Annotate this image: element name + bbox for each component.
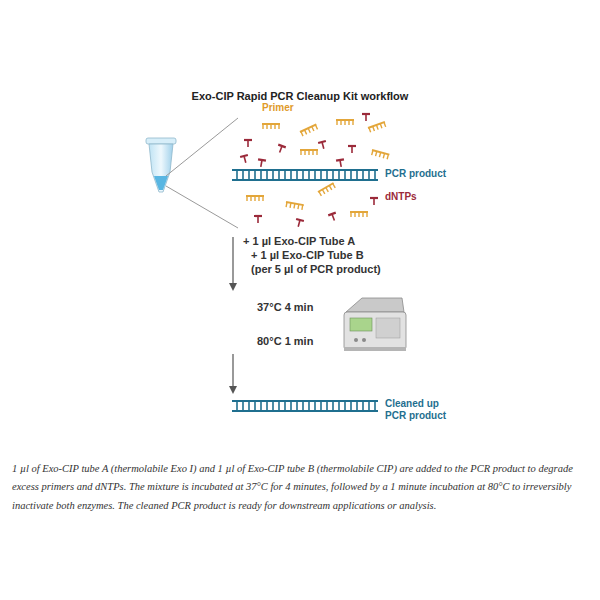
- primers-and-dntps: [240, 114, 389, 228]
- figure-caption: 1 µl of Exo-CIP tube A (thermolabile Exo…: [12, 460, 588, 515]
- diagram-label: + 1 µl Exo-CIP Tube B: [251, 249, 364, 262]
- pcr-tube: [146, 138, 176, 192]
- diagram-label: 37°C 4 min: [257, 301, 313, 314]
- diagram-title: Exo-CIP Rapid PCR Cleanup Kit workflow: [0, 90, 600, 102]
- zoom-line: [166, 186, 238, 228]
- diagram-label: (per 5 µl of PCR product): [251, 263, 381, 276]
- pcr-product-dna: [232, 170, 378, 180]
- diagram-label: Primer: [262, 102, 294, 114]
- step-arrow: [229, 354, 237, 394]
- diagram-label: dNTPs: [385, 191, 417, 203]
- diagram-label: 80°C 1 min: [257, 335, 313, 348]
- cleaned-pcr-product-dna: [232, 401, 378, 411]
- diagram-label: PCR product: [385, 168, 446, 180]
- diagram-label: Cleaned up PCR product: [385, 398, 453, 422]
- step-arrow: [229, 237, 237, 291]
- zoom-line: [166, 118, 238, 176]
- thermocycler: [344, 298, 406, 351]
- diagram-label: + 1 µl Exo-CIP Tube A: [243, 235, 355, 248]
